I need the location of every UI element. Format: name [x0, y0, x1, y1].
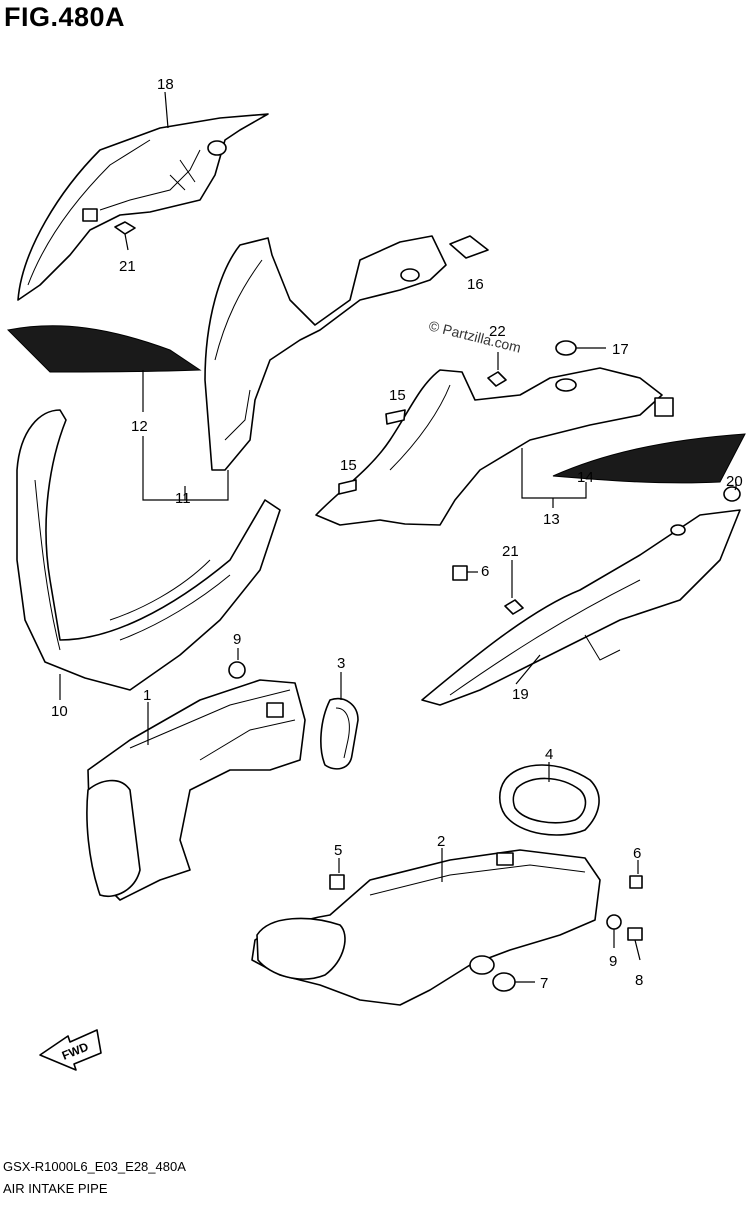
callout-8: 8	[635, 972, 643, 989]
callout-17: 17	[612, 341, 629, 358]
callout-15: 15	[340, 457, 357, 474]
part-11-side-cowl	[204, 235, 447, 471]
callout-3: 3	[337, 655, 345, 672]
part-8-bolt	[627, 927, 643, 961]
callout-16: 16	[467, 276, 484, 293]
callout-6: 6	[633, 845, 641, 862]
callout-10: 10	[51, 703, 68, 720]
callout-19: 19	[512, 686, 529, 703]
callout-21: 21	[502, 543, 519, 560]
part-6-nut-lower	[629, 875, 643, 889]
part-14-decal	[552, 433, 746, 484]
part-13-side-cowl-right	[315, 367, 674, 526]
part-17-fastener	[555, 340, 606, 356]
callout-labels: 18 21 16 22 17 12 11 15 15 14 13 20 6 21…	[51, 76, 743, 992]
callout-2: 2	[437, 833, 445, 850]
callout-9: 9	[233, 631, 241, 648]
part-5-clip	[329, 858, 345, 890]
callout-13: 13	[543, 511, 560, 528]
part-16-label	[449, 235, 489, 259]
callout-18: 18	[157, 76, 174, 93]
callout-21: 21	[119, 258, 136, 275]
part-6-nut-upper	[452, 565, 468, 581]
part-18-upper-cowl	[17, 113, 269, 301]
watermark: © Partzilla.com	[427, 317, 522, 355]
callout-14: 14	[577, 469, 594, 486]
part-9-washer-upper	[228, 661, 246, 679]
part-15-sticker-b	[338, 479, 357, 495]
part-2-right-intake-pipe	[251, 849, 601, 1006]
part-3-seal	[320, 698, 359, 770]
part-22-screw	[487, 352, 507, 387]
part-4-rubber-ring	[498, 764, 600, 836]
callout-7: 7	[540, 975, 548, 992]
fwd-arrow-icon: FWD	[39, 1029, 102, 1071]
callout-1: 1	[143, 687, 151, 704]
part-19-lower-cover	[421, 509, 741, 706]
part-12-decal	[6, 325, 202, 373]
callout-5: 5	[334, 842, 342, 859]
part-21-screw-mid	[504, 560, 524, 615]
callout-11: 11	[175, 490, 191, 507]
figure-title: FIG.480A	[4, 2, 126, 32]
part-15-sticker-a	[385, 409, 406, 425]
part-9-washer-lower	[606, 914, 622, 930]
callout-6: 6	[481, 563, 489, 580]
callout-12: 12	[131, 418, 148, 435]
callout-9: 9	[609, 953, 617, 970]
part-7-grommet	[492, 972, 516, 992]
part-1-left-intake-pipe	[86, 679, 306, 901]
part-21-screw-top	[114, 221, 136, 251]
figure-subtitle: AIR INTAKE PIPE	[3, 1181, 108, 1196]
callout-4: 4	[545, 746, 553, 763]
callout-22: 22	[489, 323, 506, 340]
callout-20: 20	[726, 473, 743, 490]
model-code: GSX-R1000L6_E03_E28_480A	[3, 1159, 186, 1174]
leader-lines	[59, 91, 737, 948]
part-10-inner-panel	[16, 409, 281, 691]
callout-15: 15	[389, 387, 406, 404]
part-20-bolt	[723, 486, 741, 502]
